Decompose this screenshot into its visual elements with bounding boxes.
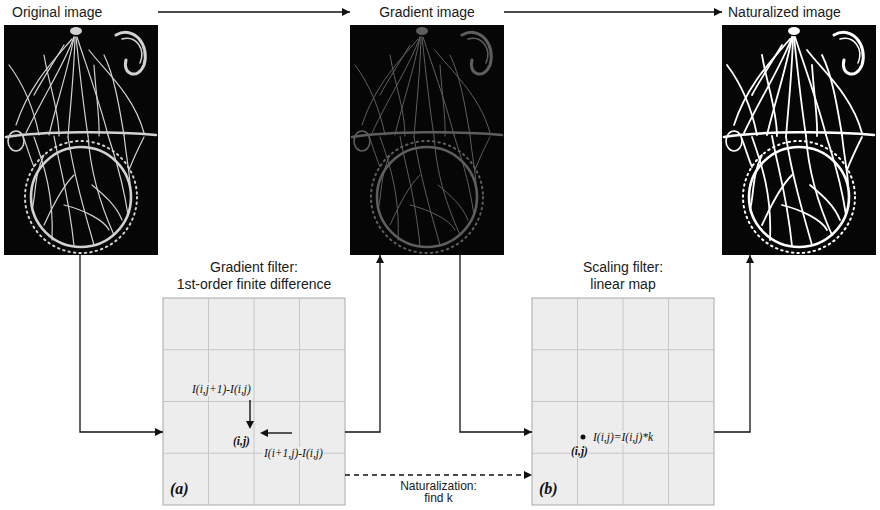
- image-title: Gradient image: [379, 2, 475, 22]
- image-panel: Naturalized image: [722, 0, 876, 255]
- filter-panel: Scaling filter:linear mapI(i,j)=I(i,j)*k…: [532, 255, 714, 505]
- filter-title: Scaling filter:: [583, 259, 663, 276]
- naturalized-image: [722, 25, 876, 255]
- panel-tag: (b): [538, 480, 559, 498]
- flow-arrow: [80, 255, 163, 432]
- edge-label: Naturalization: find k: [398, 480, 479, 504]
- difference-formula: I(i,j+1)-I(i,j): [191, 383, 252, 396]
- image-panel: Gradient image: [350, 0, 504, 255]
- pixel-index: (i,j): [232, 435, 251, 448]
- panel-tag: (a): [169, 480, 190, 498]
- flow-arrow: [158, 11, 350, 12]
- scaling-formula: I(i,j)=I(i,j)*k: [592, 431, 654, 444]
- filter-panel: Gradient filter:1st-order finite differe…: [163, 255, 345, 505]
- pixel-grid: [532, 298, 714, 505]
- flow-arrow: [714, 255, 750, 432]
- image-panel: Original image: [4, 0, 158, 255]
- pixel-grid: [163, 298, 345, 505]
- difference-arrow: [246, 400, 254, 429]
- pixel-index: (i,j): [570, 445, 589, 458]
- flow-arrow: [504, 11, 722, 12]
- flow-arrow: [345, 255, 380, 432]
- original-image: [4, 25, 158, 255]
- flow-arrow: [460, 255, 532, 432]
- gradient-image: [350, 25, 504, 255]
- filter-subtitle: 1st-order finite difference: [177, 276, 332, 293]
- pixel-dot: [581, 435, 586, 440]
- image-title: Original image: [12, 2, 102, 22]
- connector-group: [80, 12, 750, 475]
- filter-title: Gradient filter:: [210, 259, 298, 276]
- dashed-arrow: [345, 474, 532, 475]
- filter-subtitle: linear map: [590, 276, 655, 293]
- difference-arrow: [260, 429, 292, 437]
- image-title: Naturalized image: [728, 2, 841, 22]
- difference-formula: I(i+1,j)-I(i,j): [263, 447, 324, 460]
